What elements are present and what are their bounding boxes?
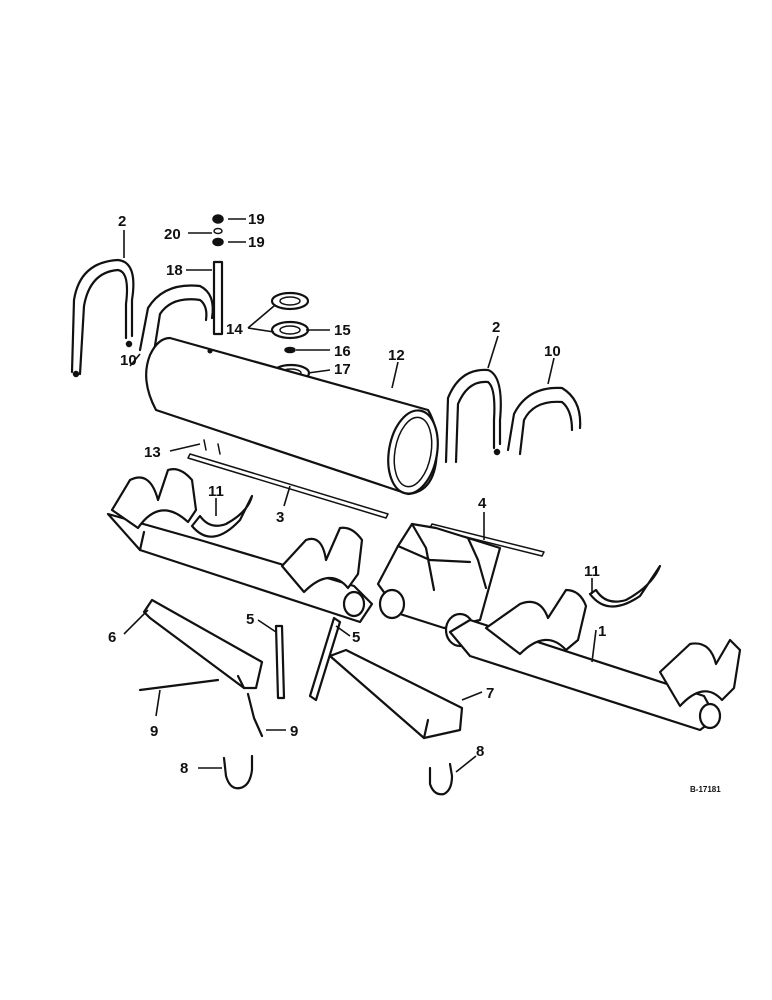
reference-code: B-17181 — [690, 785, 721, 794]
u-bolt-left — [222, 754, 254, 790]
callout-19-bottom: 19 — [248, 234, 265, 251]
strap-pad-right — [506, 386, 582, 456]
callout-9-left: 9 — [150, 723, 158, 740]
callout-3: 3 — [276, 509, 284, 526]
u-bolt-right — [428, 762, 454, 796]
callout-12: 12 — [388, 347, 405, 364]
callout-2-left: 2 — [118, 213, 126, 230]
callout-11-right: 11 — [584, 563, 600, 580]
brace-rod-9-left — [138, 678, 220, 692]
callout-2-right: 2 — [492, 319, 500, 336]
saddle-pad-11-left — [190, 494, 254, 538]
brace-rod-5-right — [308, 616, 342, 702]
brace-rod-5-left — [274, 624, 286, 700]
step-bracket-left — [142, 598, 264, 690]
callout-16: 16 — [334, 343, 351, 360]
callout-8-left: 8 — [180, 760, 188, 777]
tank-strap-right — [444, 368, 502, 464]
callout-5-left: 5 — [246, 611, 254, 628]
callout-10-left: 10 — [120, 352, 137, 369]
callout-13: 13 — [144, 444, 161, 461]
saddle-pad-11-right — [588, 564, 662, 608]
support-right — [448, 588, 742, 732]
callout-10-right: 10 — [544, 343, 561, 360]
callout-1: 1 — [598, 623, 606, 640]
tie-rod-3 — [187, 453, 389, 519]
brace-rod-9-right — [246, 692, 264, 738]
callout-8-right: 8 — [476, 743, 484, 760]
leader-lines — [123, 218, 597, 773]
tank-strap-left — [70, 258, 135, 378]
callout-17: 17 — [334, 361, 351, 378]
callout-labels: 1 2 2 3 4 5 5 6 7 8 8 9 9 10 10 11 11 12… — [108, 211, 721, 794]
callout-9-right: 9 — [290, 723, 298, 740]
strap-pad-left — [138, 284, 214, 354]
callout-15: 15 — [334, 322, 351, 339]
callout-18: 18 — [166, 262, 183, 279]
filler-neck-hardware — [212, 214, 311, 383]
callout-6: 6 — [108, 629, 116, 646]
callout-5-right: 5 — [352, 629, 360, 646]
callout-7: 7 — [486, 685, 494, 702]
support-left — [106, 468, 374, 624]
callout-14: 14 — [226, 321, 243, 338]
callout-4: 4 — [478, 495, 487, 512]
callout-19-top: 19 — [248, 211, 265, 228]
callout-20: 20 — [164, 226, 181, 243]
step-bracket-right — [328, 648, 464, 740]
fuel-tank — [145, 336, 439, 496]
callout-11-left: 11 — [208, 483, 224, 500]
